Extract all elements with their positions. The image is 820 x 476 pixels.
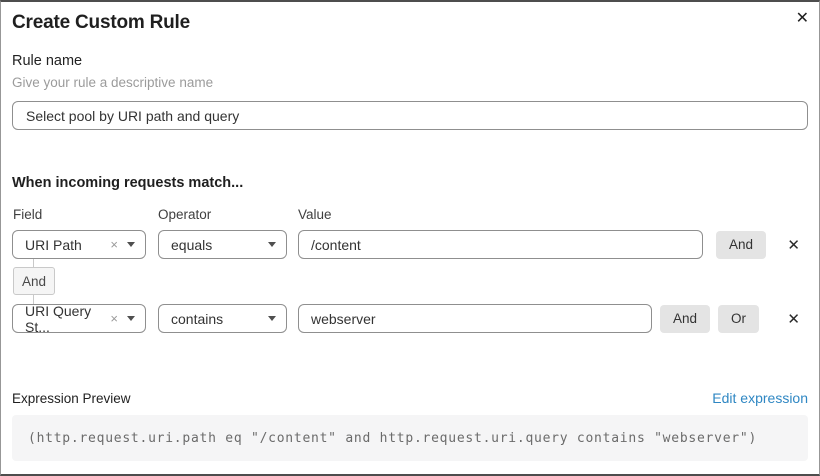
delete-condition-icon[interactable]: ✕: [787, 309, 800, 328]
value-input[interactable]: [298, 230, 703, 259]
field-column-label: Field: [13, 207, 43, 222]
condition-row: URI Path × equals And ✕: [12, 230, 808, 259]
field-select[interactable]: URI Query St... ×: [12, 302, 146, 335]
and-button[interactable]: And: [660, 304, 711, 333]
chevron-down-icon: [268, 316, 276, 321]
edit-expression-link[interactable]: Edit expression: [712, 390, 808, 406]
operator-select-value: contains: [171, 310, 224, 327]
field-select-value: URI Path: [25, 236, 82, 253]
field-select[interactable]: URI Path ×: [12, 230, 146, 259]
and-connector-badge: And: [13, 267, 55, 295]
clear-field-icon[interactable]: ×: [110, 237, 118, 252]
match-heading: When incoming requests match...: [12, 175, 244, 191]
or-button[interactable]: Or: [718, 304, 760, 333]
rule-name-label: Rule name: [12, 53, 83, 69]
chevron-down-icon: [127, 316, 135, 321]
condition-column-headers: Field Operator Value: [12, 207, 808, 222]
operator-select[interactable]: equals: [158, 230, 287, 259]
condition-connector: And: [13, 259, 56, 304]
expression-preview-header: Expression Preview Edit expression: [12, 390, 808, 407]
chevron-down-icon: [268, 242, 276, 247]
value-column-label: Value: [298, 207, 332, 222]
chevron-down-icon: [127, 242, 135, 247]
operator-select[interactable]: contains: [158, 304, 287, 333]
operator-select-value: equals: [171, 236, 213, 253]
value-input[interactable]: [298, 304, 652, 333]
rule-name-input[interactable]: [12, 101, 808, 130]
rule-name-hint: Give your rule a descriptive name: [12, 75, 214, 90]
expression-preview-label: Expression Preview: [12, 391, 131, 406]
dialog-title: Create Custom Rule: [12, 12, 190, 33]
operator-column-label: Operator: [158, 207, 212, 222]
expression-code: (http.request.uri.path eq "/content" and…: [12, 415, 808, 461]
condition-row: URI Query St... × contains And Or ✕: [12, 302, 808, 335]
and-button[interactable]: And: [716, 230, 767, 259]
field-select-value: URI Query St...: [25, 302, 92, 335]
close-icon[interactable]: ✕: [795, 8, 809, 27]
clear-field-icon[interactable]: ×: [110, 311, 118, 326]
delete-condition-icon[interactable]: ✕: [787, 235, 800, 254]
